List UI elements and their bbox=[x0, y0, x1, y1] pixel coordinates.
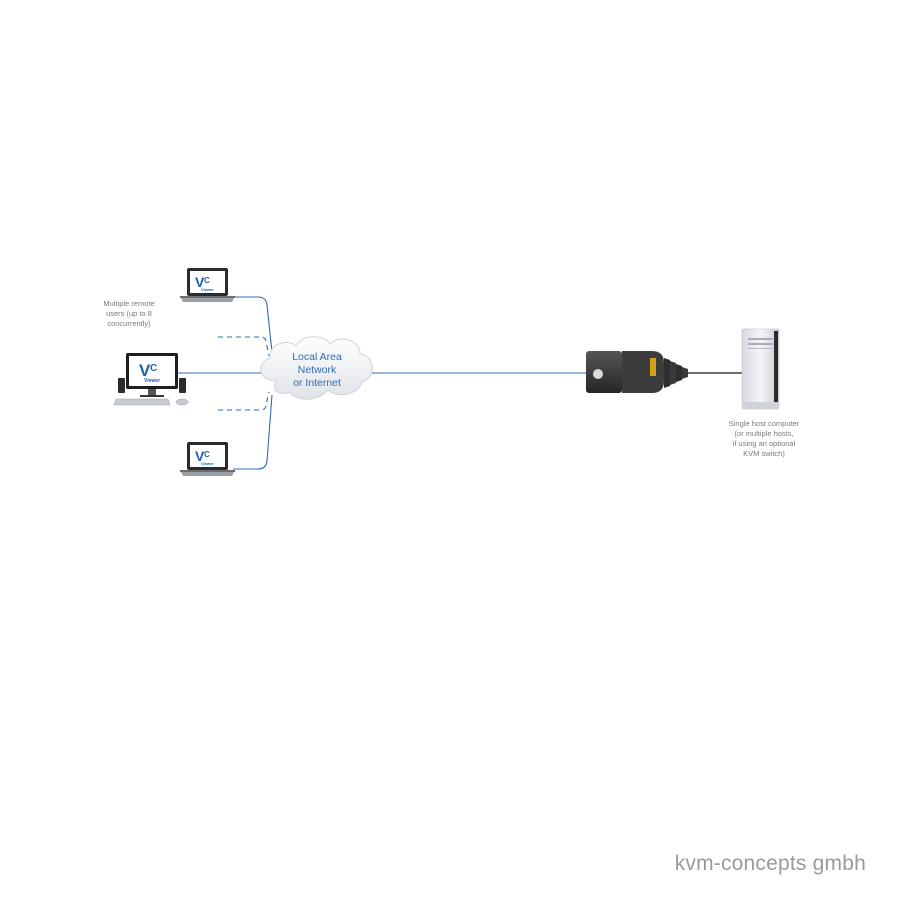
link-dashed-lower bbox=[218, 391, 270, 411]
link-laptop-top bbox=[231, 296, 273, 353]
cloud-label: Local Area Network or Internet bbox=[292, 351, 342, 389]
desktop-computer: V C Viewer bbox=[113, 353, 189, 406]
watermark: kvm-concepts gmbh bbox=[674, 852, 866, 875]
svg-text:C: C bbox=[204, 450, 210, 459]
svg-text:V: V bbox=[139, 361, 151, 380]
svg-text:Viewer: Viewer bbox=[201, 461, 214, 466]
svg-text:C: C bbox=[204, 276, 210, 285]
link-dashed-upper bbox=[218, 336, 270, 357]
laptop-top: V C Viewer bbox=[180, 268, 235, 302]
laptop-bottom: V C Viewer bbox=[180, 442, 235, 476]
link-laptop-bottom bbox=[233, 394, 273, 470]
svg-text:C: C bbox=[150, 363, 157, 374]
remote-users-label: Multiple remote users (up to 8 concurren… bbox=[103, 299, 155, 328]
svg-text:Viewer: Viewer bbox=[201, 287, 214, 292]
network-links bbox=[178, 296, 586, 470]
kvm-device bbox=[586, 351, 742, 393]
svg-text:Viewer: Viewer bbox=[144, 378, 160, 384]
cloud-icon bbox=[260, 336, 373, 400]
vnc-logo: V bbox=[195, 274, 205, 290]
host-computer bbox=[741, 328, 780, 410]
svg-text:V: V bbox=[195, 448, 205, 464]
host-label: Single host computer (or multiple hosts,… bbox=[728, 419, 800, 458]
